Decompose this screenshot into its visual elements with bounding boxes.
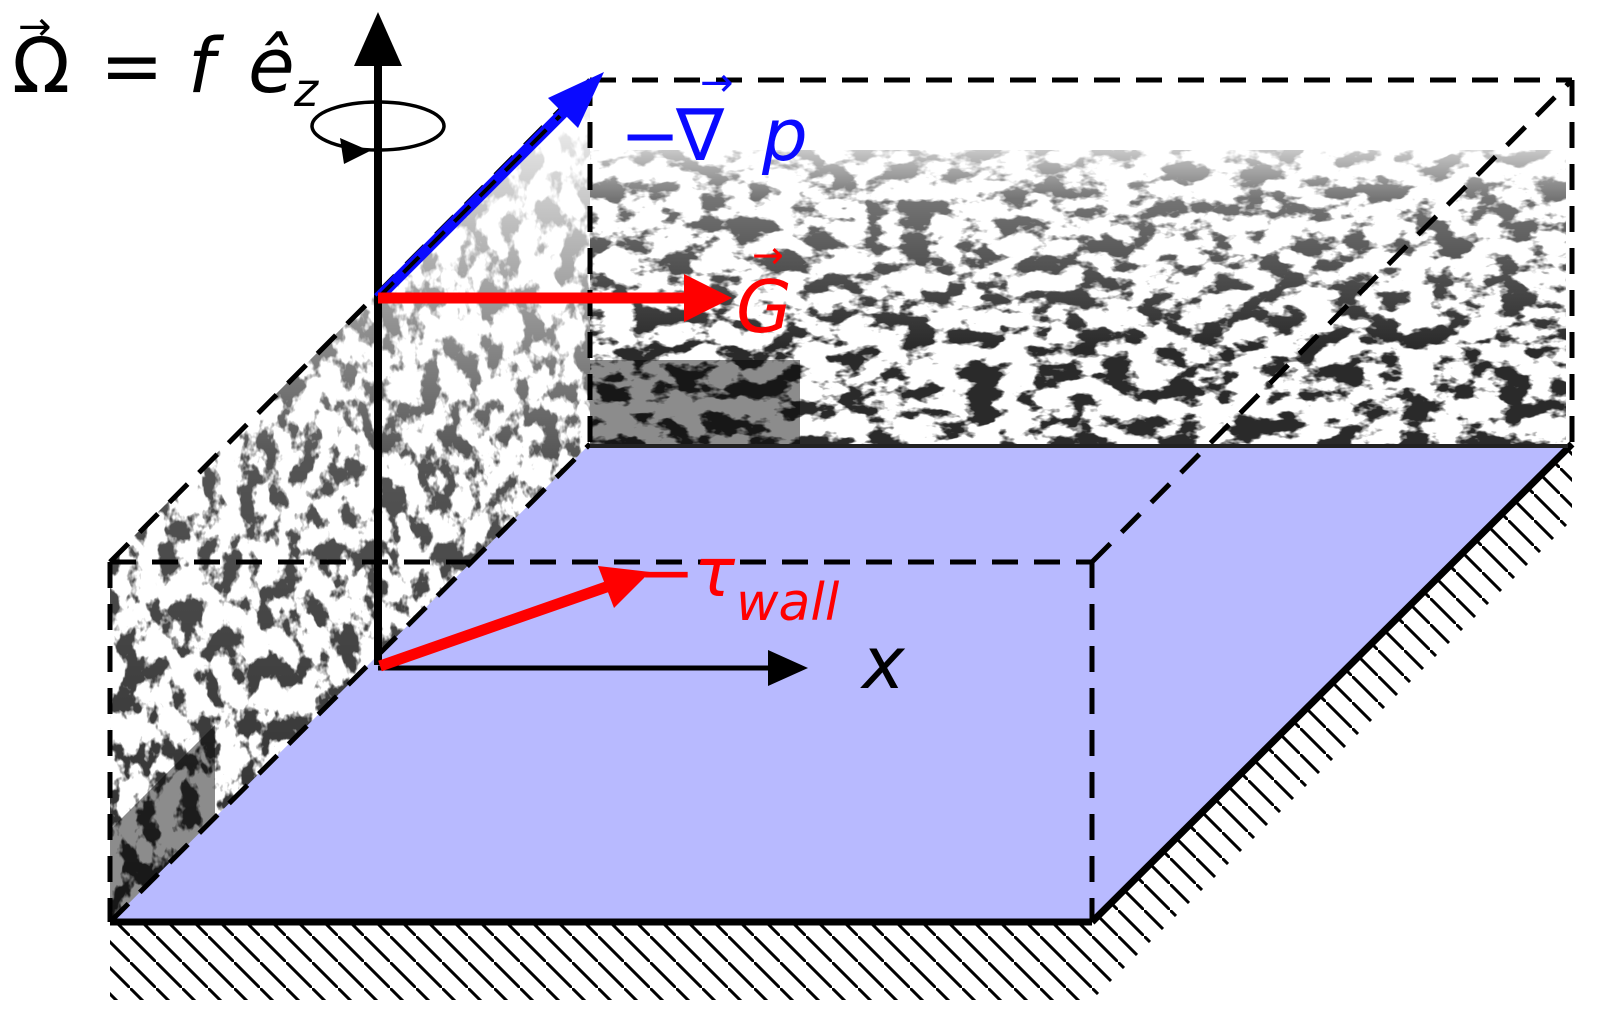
geostrophic-wind-arrow <box>378 274 732 322</box>
g-symbol: G <box>736 265 792 349</box>
back-wall-turbulence <box>590 118 1566 446</box>
rotation-label: → Ω = f ê z <box>12 4 319 117</box>
geostrophic-wind-label: → G <box>736 233 792 349</box>
pg-vec-mark: → <box>700 60 734 106</box>
pressure-gradient-arrow <box>374 72 604 302</box>
x-axis-label: x <box>860 621 906 705</box>
omega-vec-mark: → <box>18 4 52 50</box>
pg-variable: p <box>761 93 808 177</box>
z-axis-arrow <box>354 12 402 665</box>
side-wall-dark-patch <box>110 725 215 922</box>
rotation-equation: = f <box>100 21 225 110</box>
tau-symbol: τ <box>694 534 736 613</box>
x-axis-arrow <box>378 650 808 686</box>
side-wall-turbulence <box>110 80 590 922</box>
pressure-gradient-label: − → ∇ p <box>620 60 808 177</box>
wall-stress-label: − τ wall <box>638 534 840 633</box>
wall-plane <box>110 444 1572 922</box>
rotation-circle-icon <box>310 100 446 164</box>
g-vec-mark: → <box>752 233 784 277</box>
unit-vector-e: ê <box>248 21 295 110</box>
back-wall-dark-patch <box>590 360 800 444</box>
wall-edges <box>110 441 1575 926</box>
wall-hatching <box>110 444 1572 1000</box>
omega-symbol: Ω <box>12 21 70 110</box>
unit-vector-subscript: z <box>293 63 319 117</box>
pg-minus: − <box>620 93 680 177</box>
pg-nabla: ∇ <box>675 93 725 177</box>
tau-subscript: wall <box>736 573 840 633</box>
domain-box <box>107 77 1575 924</box>
tau-minus: − <box>638 534 695 613</box>
wall-stress-arrow <box>378 566 650 672</box>
